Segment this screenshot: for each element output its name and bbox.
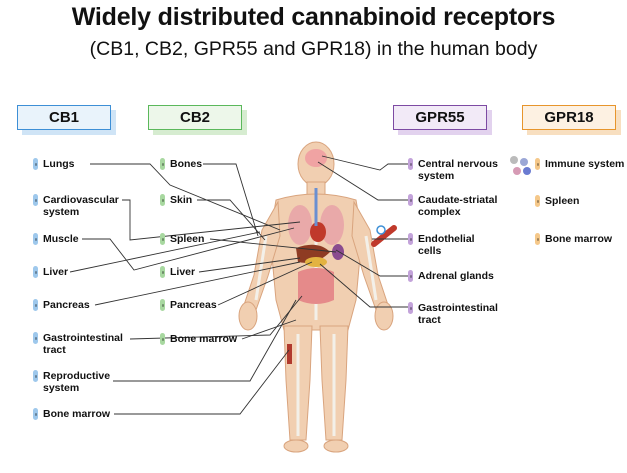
cb2-header: CB2 — [148, 105, 242, 130]
cb1-item-liver: Liver — [33, 266, 68, 278]
figure-subtitle: (CB1, CB2, GPR55 and GPR18) in the human… — [89, 38, 538, 60]
cb2-bullet — [160, 233, 165, 245]
heart — [310, 222, 326, 242]
gpr18-bullet — [535, 158, 540, 170]
cb1-item-cardiovascular: Cardiovascular system — [33, 194, 119, 218]
gpr18-item-immune: Immune system — [535, 158, 624, 170]
gpr55-item-adrenal: Adrenal glands — [408, 270, 494, 282]
intestines — [298, 268, 334, 304]
gpr55-bullet — [408, 270, 413, 282]
cb2-bullet — [160, 266, 165, 278]
gpr55-item-gastrointestinal: Gastrointestinal tract — [408, 302, 498, 326]
cb2-item-spleen: Spleen — [160, 233, 204, 245]
gpr55-header: GPR55 — [393, 105, 487, 130]
figure-title: Widely distributed cannabinoid receptors — [71, 3, 556, 31]
pancreas — [305, 257, 327, 267]
blood-vessel-icon — [371, 225, 397, 247]
cb1-bullet — [33, 233, 38, 245]
immune-cells-icon — [510, 156, 531, 175]
gpr55-bullet — [408, 233, 413, 245]
cb1-item-gastrointestinal: Gastrointestinal tract — [33, 332, 123, 356]
cb2-item-bone-marrow: Bone marrow — [160, 333, 237, 345]
gpr55-item-caudate-striatal: Caudate-striatal complex — [408, 194, 497, 218]
gpr18-item-bone-marrow: Bone marrow — [535, 233, 612, 245]
cb1-bullet — [33, 370, 38, 382]
cb1-bullet — [33, 299, 38, 311]
gpr55-item-cns: Central nervous system — [408, 158, 498, 182]
cb1-item-bone-marrow: Bone marrow — [33, 408, 110, 420]
cb1-bullet — [33, 158, 38, 170]
cb1-bullet — [33, 408, 38, 420]
cb1-item-reproductive: Reproductive system — [33, 370, 110, 394]
gpr55-bullet — [408, 302, 413, 314]
connector-lines — [69, 155, 410, 415]
gpr55-item-endothelial: Endothelial cells — [408, 233, 475, 257]
cb2-item-bones: Bones — [160, 158, 202, 170]
cb1-item-muscle: Muscle — [33, 233, 79, 245]
right-lung — [320, 205, 344, 245]
cb2-bullet — [160, 194, 165, 206]
gpr18-item-spleen: Spleen — [535, 195, 579, 207]
gpr18-header: GPR18 — [522, 105, 616, 130]
spleen — [332, 244, 344, 260]
gpr55-bullet — [408, 158, 413, 170]
cb1-header: CB1 — [17, 105, 111, 130]
gpr55-bullet — [408, 194, 413, 206]
cb2-bullet — [160, 158, 165, 170]
cb2-item-liver: Liver — [160, 266, 195, 278]
cb2-item-pancreas: Pancreas — [160, 299, 217, 311]
cb1-item-lungs: Lungs — [33, 158, 75, 170]
cb1-bullet — [33, 266, 38, 278]
vessel-cell-icon — [376, 225, 386, 235]
leg-muscle — [287, 344, 292, 364]
cb2-bullet — [160, 333, 165, 345]
cb1-bullet — [33, 194, 38, 206]
cb2-bullet — [160, 299, 165, 311]
brain — [305, 149, 327, 167]
cb1-bullet — [33, 332, 38, 344]
gpr18-bullet — [535, 195, 540, 207]
cb2-item-skin: Skin — [160, 194, 192, 206]
cb1-item-pancreas: Pancreas — [33, 299, 90, 311]
gpr18-bullet — [535, 233, 540, 245]
left-lung — [288, 205, 312, 245]
